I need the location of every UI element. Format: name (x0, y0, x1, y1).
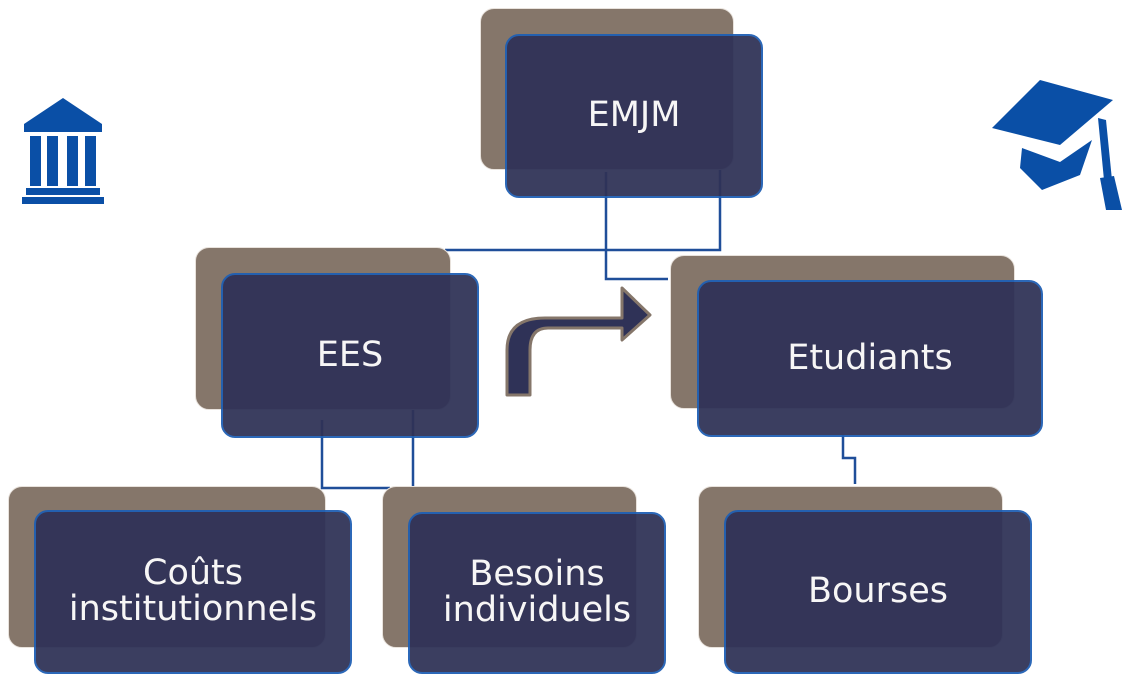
emjm-node: EMJM (505, 34, 763, 198)
bourses-node: Bourses (724, 510, 1032, 674)
ees-label: EES (316, 334, 384, 375)
etudiants-node: Etudiants (697, 280, 1043, 437)
connector-emjm-etudiants (604, 172, 668, 281)
couts-label: Coûts institutionnels (68, 553, 318, 629)
couts-node: Coûts institutionnels (34, 510, 352, 674)
connector-ees-couts (320, 420, 390, 490)
bourses-label: Bourses (808, 571, 948, 612)
besoins-label: Besoins individuels (442, 554, 632, 630)
besoins-node: Besoins individuels (408, 512, 666, 674)
connector-etudiants-bourses (841, 435, 857, 484)
ees-node: EES (221, 273, 479, 438)
etudiants-label: Etudiants (787, 337, 953, 378)
emjm-label: EMJM (587, 95, 681, 136)
